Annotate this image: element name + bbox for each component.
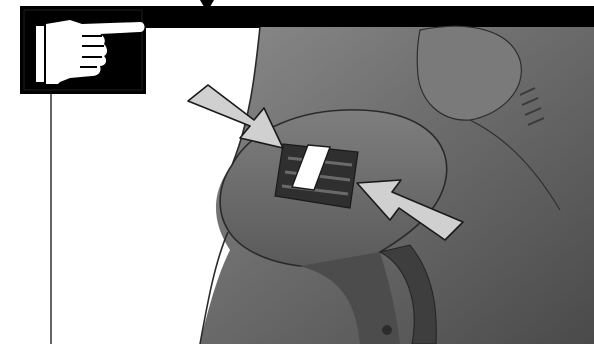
pointing-hand-icon	[20, 6, 146, 94]
top-rule	[146, 6, 594, 28]
switch-slot	[275, 144, 358, 208]
